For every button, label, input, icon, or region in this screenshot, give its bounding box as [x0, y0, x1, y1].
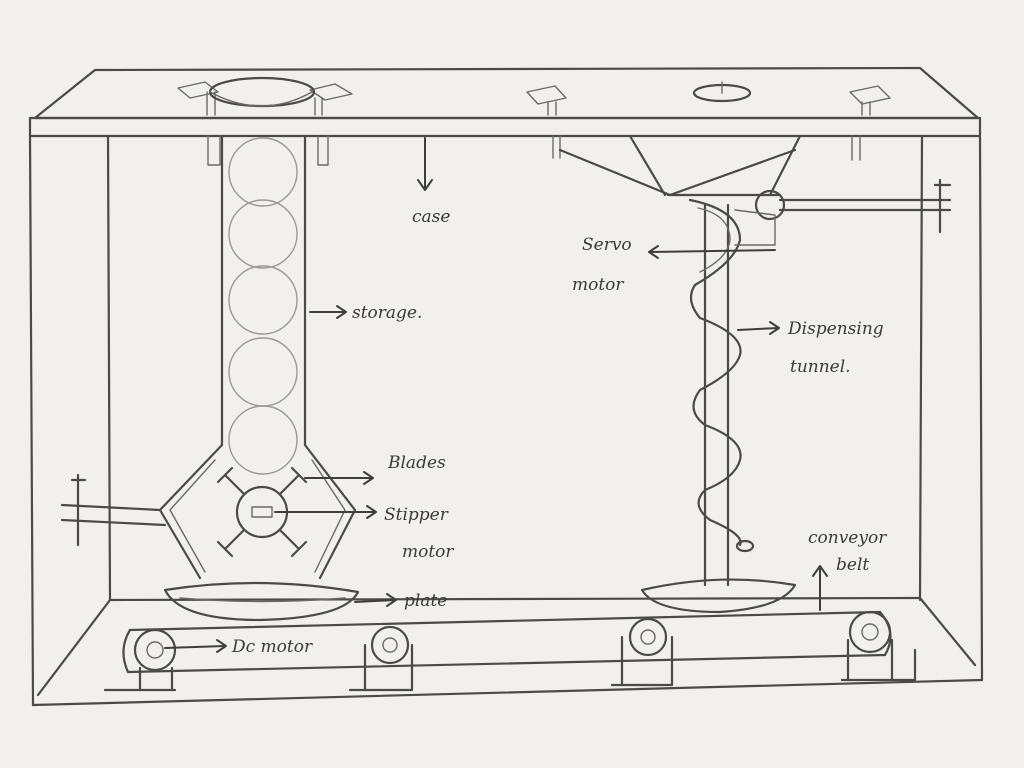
case-frame: [30, 68, 982, 705]
roller-4: [842, 612, 915, 680]
conveyor-belt: [105, 612, 915, 690]
label-conveyor-belt-2: belt: [836, 555, 869, 575]
lid-fixtures: [178, 78, 890, 165]
label-stepper-motor-2: motor: [402, 542, 454, 562]
label-dispensing-tunnel-2: tunnel.: [790, 357, 851, 377]
label-dc-motor: Dc motor: [231, 637, 313, 657]
label-servo-motor-1: Servo: [582, 235, 632, 255]
label-stepper-motor-1: Stipper: [384, 505, 449, 525]
roller-1: [105, 630, 175, 690]
left-plate: [165, 583, 358, 620]
label-plate: plate: [404, 591, 447, 611]
label-storage: storage.: [352, 303, 422, 323]
roller-3: [612, 619, 672, 685]
label-servo-motor-2: motor: [572, 275, 624, 295]
label-blades: Blades: [387, 453, 446, 473]
roller-2: [350, 627, 412, 690]
right-plate: [642, 580, 795, 612]
blades-and-stepper-motor: [62, 468, 306, 556]
label-conveyor-belt-1: conveyor: [808, 528, 887, 548]
label-case: case: [412, 207, 450, 227]
labels: case storage. Blades Stipper motor plate…: [231, 207, 887, 657]
label-dispensing-tunnel-1: Dispensing: [787, 319, 884, 339]
dispensing-assembly: [560, 136, 950, 585]
